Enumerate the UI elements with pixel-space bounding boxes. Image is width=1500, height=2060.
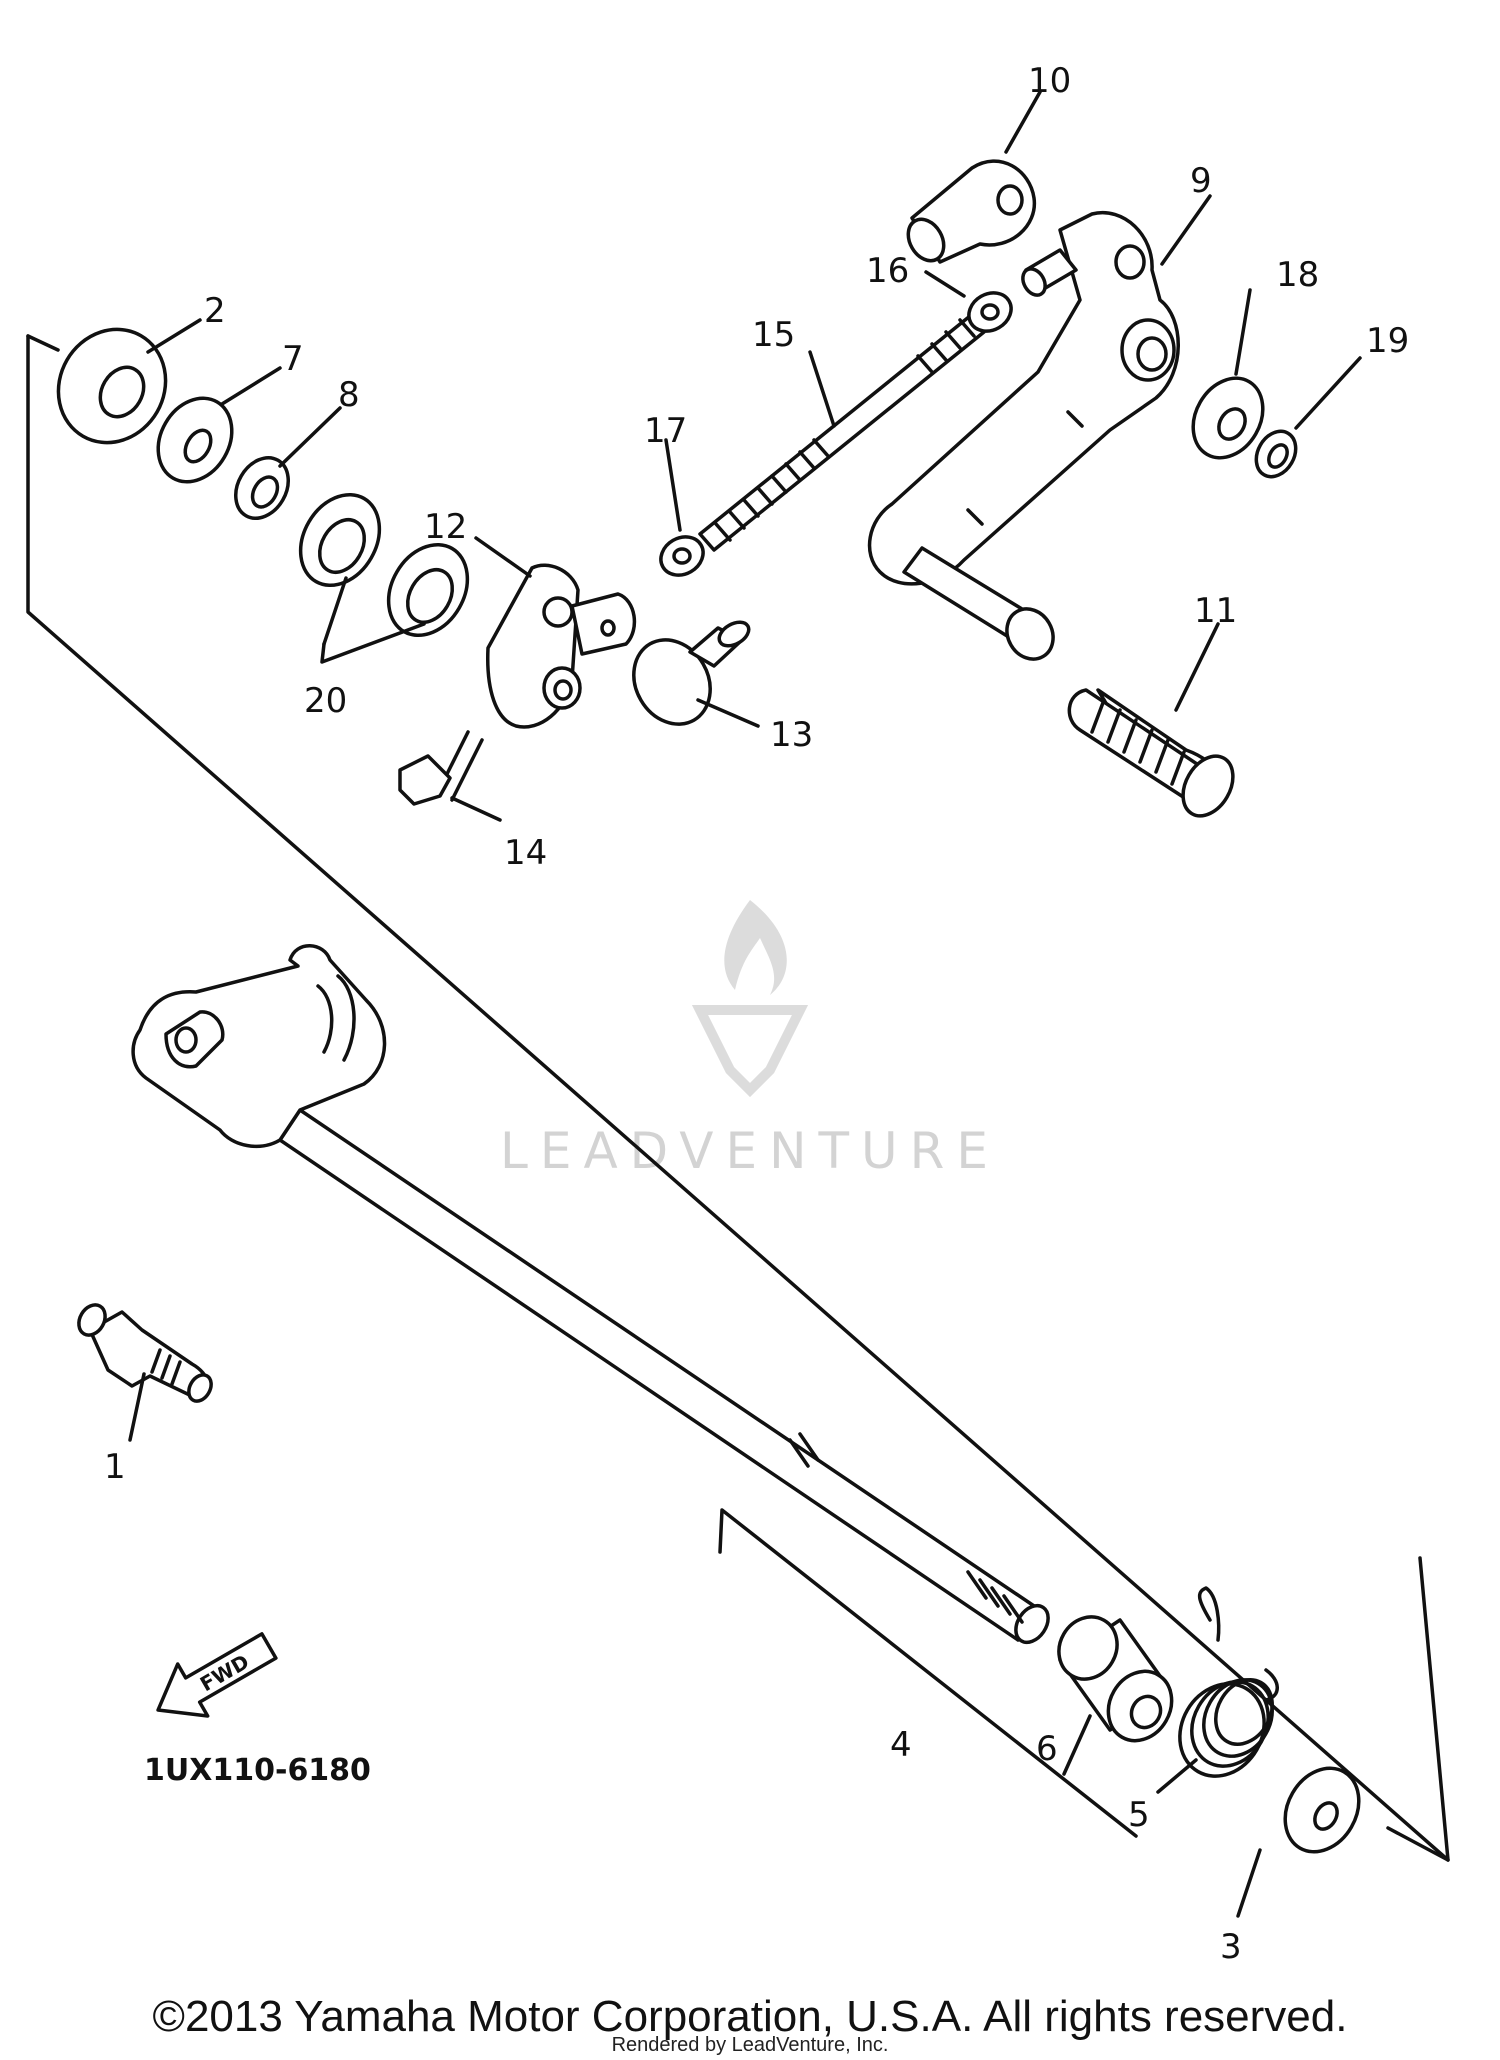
part-label-6: 6 — [1036, 1729, 1058, 1769]
oil-seal-part-2 — [56, 327, 168, 445]
shift-shaft-part-4 — [131, 944, 1050, 1645]
washer-part-18 — [1191, 376, 1265, 460]
circlip-part-19 — [1254, 429, 1298, 479]
part-labels: 1 2 3 4 5 6 7 8 9 10 11 12 13 14 15 16 1… — [104, 61, 1409, 1967]
part-label-11: 11 — [1194, 591, 1237, 631]
part-label-16: 16 — [866, 251, 909, 291]
part-label-18: 18 — [1276, 255, 1319, 295]
v-logo-icon — [691, 1005, 809, 1098]
stopper-bolt-part-1 — [77, 1303, 213, 1403]
part-label-8: 8 — [338, 375, 360, 415]
bearing-part-20-b — [386, 542, 470, 638]
bearing-part-20-a — [298, 492, 382, 588]
ball-joint-part-13 — [632, 620, 751, 726]
bolt-part-14 — [398, 730, 484, 806]
part-label-1: 1 — [104, 1447, 126, 1487]
part-label-9: 9 — [1190, 161, 1212, 201]
part-label-7: 7 — [282, 339, 304, 379]
part-label-17: 17 — [644, 411, 687, 451]
washer-part-3 — [1283, 1766, 1361, 1854]
watermark-text: LEADVENTURE — [500, 1122, 1000, 1180]
flame-icon — [724, 900, 787, 995]
part-label-14: 14 — [504, 833, 547, 873]
diagram-code: 1UX110-6180 — [144, 1753, 371, 1788]
nut-part-16 — [967, 291, 1013, 333]
leader-lines — [128, 90, 1362, 1918]
pedal-rubber-part-11 — [1067, 688, 1235, 818]
part-label-2: 2 — [204, 291, 226, 331]
leadventure-watermark: LEADVENTURE — [500, 900, 1000, 1180]
part-label-13: 13 — [770, 715, 813, 755]
part-label-15: 15 — [752, 315, 795, 355]
part-label-3: 3 — [1220, 1927, 1242, 1967]
circlip-part-8 — [234, 456, 290, 520]
shift-arm-part-12 — [486, 563, 637, 729]
part-label-12: 12 — [424, 507, 467, 547]
part-label-10: 10 — [1028, 61, 1071, 101]
rendered-by-note: Rendered by LeadVenture, Inc. — [611, 2034, 889, 2056]
part-label-5: 5 — [1128, 1795, 1150, 1835]
assembly-outline — [26, 334, 1450, 1862]
shift-pedal-part-9 — [867, 210, 1180, 661]
part-label-4: 4 — [890, 1725, 912, 1765]
torsion-spring-part-5 — [1178, 1586, 1279, 1778]
part-label-20: 20 — [304, 681, 347, 721]
rod-end-part-10 — [906, 159, 1037, 264]
part-label-19: 19 — [1366, 321, 1409, 361]
nut-part-17 — [659, 535, 705, 577]
copyright-notice: ©2013 Yamaha Motor Corporation, U.S.A. A… — [152, 1992, 1348, 2041]
fwd-arrow-icon: FWD — [156, 1632, 278, 1718]
washer-part-7 — [156, 396, 234, 484]
collar-part-6 — [1057, 1615, 1174, 1743]
